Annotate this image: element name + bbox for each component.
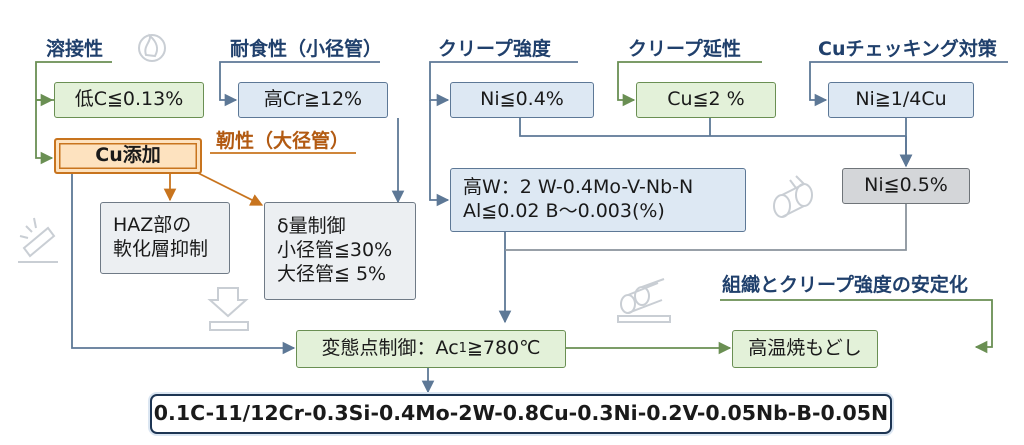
nickel-05-box: Ni≦0.5% xyxy=(842,168,970,204)
cu-to-transformation-line xyxy=(71,172,296,355)
cu-checking-bracket xyxy=(809,61,1008,107)
delta-line-2: 小径管≦30% xyxy=(277,239,393,262)
transformation-suffix: ≧780℃ xyxy=(466,337,541,360)
pipe-coil-icon xyxy=(773,175,813,218)
high-w-line-1: 高W：2 W-0.4Mo-V-Nb-N xyxy=(463,176,694,199)
corrosion-bracket xyxy=(219,61,380,107)
flame-icon xyxy=(138,33,166,62)
header-corrosion: 耐食性（小径管） xyxy=(230,38,383,60)
transformation-subscript: 1 xyxy=(458,340,467,356)
cu-to-delta-arrow xyxy=(195,171,264,206)
header-toughness: 靭性（大径管） xyxy=(216,130,350,152)
header-creep-ductility: クリープ延性 xyxy=(628,38,741,60)
nickel-04-box: Ni≦0.4% xyxy=(450,82,594,118)
haz-line-2: 軟化層抑制 xyxy=(113,238,209,260)
creep-strength-bracket xyxy=(429,61,578,107)
haz-softening-box: HAZ部の 軟化層抑制 xyxy=(100,202,230,274)
cr-ni-to-highw-line xyxy=(429,100,450,207)
final-composition-box: 0.1C-11/12Cr-0.3Si-0.4Mo-2W-0.8Cu-0.3Ni-… xyxy=(150,394,892,434)
ni05-to-center-line xyxy=(505,204,907,251)
high-chromium-box: 高Cr≧12% xyxy=(238,82,388,118)
copper-2-box: Cu≦2 % xyxy=(636,82,776,118)
high-temp-tempering-box: 高温焼もどし xyxy=(732,330,878,368)
header-brackets xyxy=(35,61,1008,354)
transformation-prefix: 変態点制御：Ac xyxy=(321,337,459,360)
nickel-ratio-box: Ni≧1/4Cu xyxy=(828,82,974,118)
delta-ferrite-box: δ量制御 小径管≦30% 大径管≦ 5% xyxy=(264,202,416,300)
header-weldability: 溶接性 xyxy=(46,38,104,60)
high-w-line-2: Al≦0.02 B〜0.003(%) xyxy=(463,200,665,222)
pipe-stack-icon xyxy=(617,278,671,323)
welding-spark-icon xyxy=(18,217,58,263)
header-cu-checking: Cuチェッキング対策 xyxy=(818,38,997,60)
haz-line-1: HAZ部の xyxy=(113,214,192,237)
stability-bracket xyxy=(720,299,993,354)
creep-ductility-bracket xyxy=(617,61,762,107)
header-creep-strength: クリープ強度 xyxy=(438,38,551,60)
header-stability: 組織とクリープ強度の安定化 xyxy=(722,274,968,296)
press-icon xyxy=(207,287,249,331)
delta-line-1: δ量制御 xyxy=(277,215,346,238)
high-tungsten-box: 高W：2 W-0.4Mo-V-Nb-N Al≦0.02 B〜0.003(%) xyxy=(450,168,746,232)
low-carbon-box: 低C≦0.13% xyxy=(54,82,204,118)
ni-cu-merge-line xyxy=(519,118,906,166)
delta-line-3: 大径管≦ 5% xyxy=(277,262,387,285)
copper-addition-box: Cu添加 xyxy=(54,138,202,174)
